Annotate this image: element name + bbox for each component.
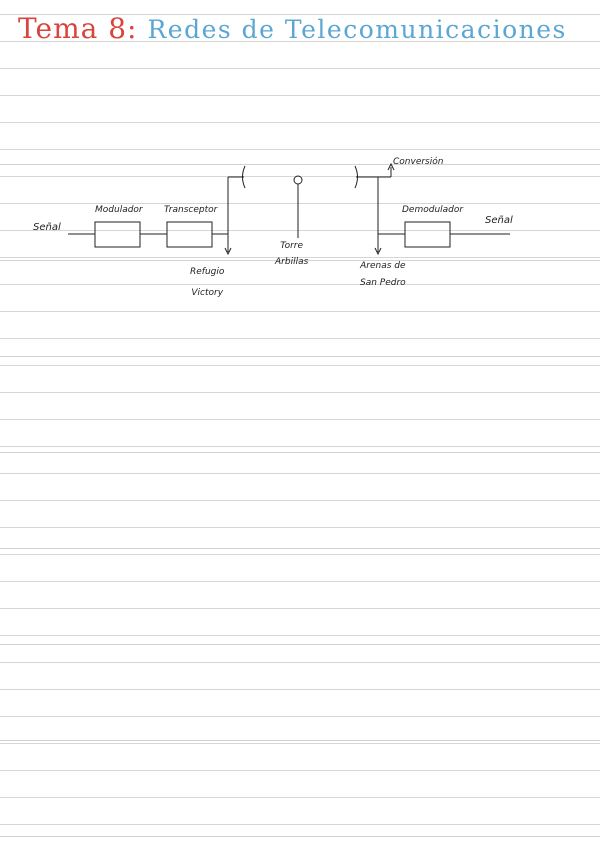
arenas-arrow-head (374, 247, 382, 256)
conversion-label: Conversión (393, 157, 444, 167)
transceiver-box (166, 221, 213, 248)
signal-out-label: Señal (485, 215, 513, 226)
signal-in-label: Señal (33, 222, 61, 233)
title-part-1: Tema 8: (18, 12, 138, 45)
refuge-arrow-head (224, 247, 232, 256)
modulator-box (94, 221, 141, 248)
transceiver-label: Transceptor (164, 205, 218, 215)
left-dish (242, 165, 246, 189)
demodulator-box (404, 221, 451, 248)
refuge-label: Refugio Victory (190, 267, 225, 298)
conversion-arrow-head (387, 162, 395, 171)
title-part-2: Redes de Telecomunicaciones (147, 15, 567, 44)
demodulator-label: Demodulador (402, 205, 464, 215)
tower-top (293, 175, 303, 185)
page-title: Tema 8: Redes de Telecomunicaciones (18, 12, 567, 45)
modulator-label: Modulador (95, 205, 143, 215)
tower-label: Torre Arbillas (275, 241, 309, 267)
arenas-label: Arenas de San Pedro (360, 261, 406, 288)
